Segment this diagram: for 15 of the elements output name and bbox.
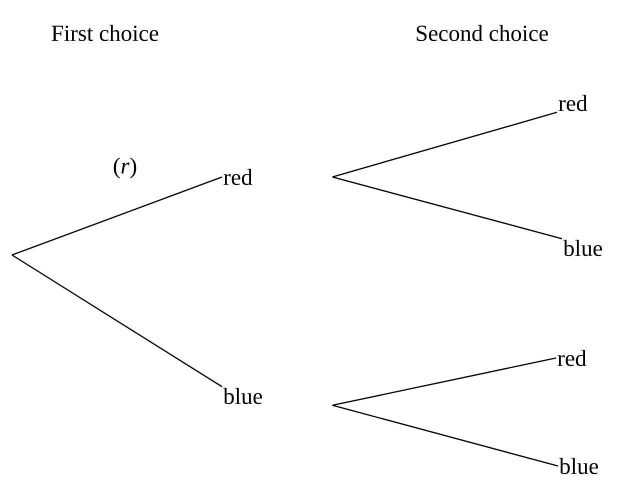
branch-label: blue bbox=[559, 458, 598, 474]
branch-line bbox=[12, 254, 222, 388]
branch-line bbox=[332, 112, 558, 178]
branch-label: red bbox=[558, 94, 588, 112]
branch-label: red bbox=[224, 168, 252, 186]
branch-label: blue bbox=[563, 240, 602, 256]
branch-line bbox=[332, 404, 558, 467]
branch-line bbox=[12, 176, 222, 256]
branch-line bbox=[332, 357, 556, 406]
column-heading: First choice bbox=[52, 24, 158, 42]
edge-label: (r) bbox=[112, 156, 138, 180]
branch-label: blue bbox=[223, 388, 262, 404]
column-heading: Second choice bbox=[416, 24, 548, 42]
branch-line bbox=[332, 176, 562, 240]
branch-label: red bbox=[558, 350, 586, 366]
